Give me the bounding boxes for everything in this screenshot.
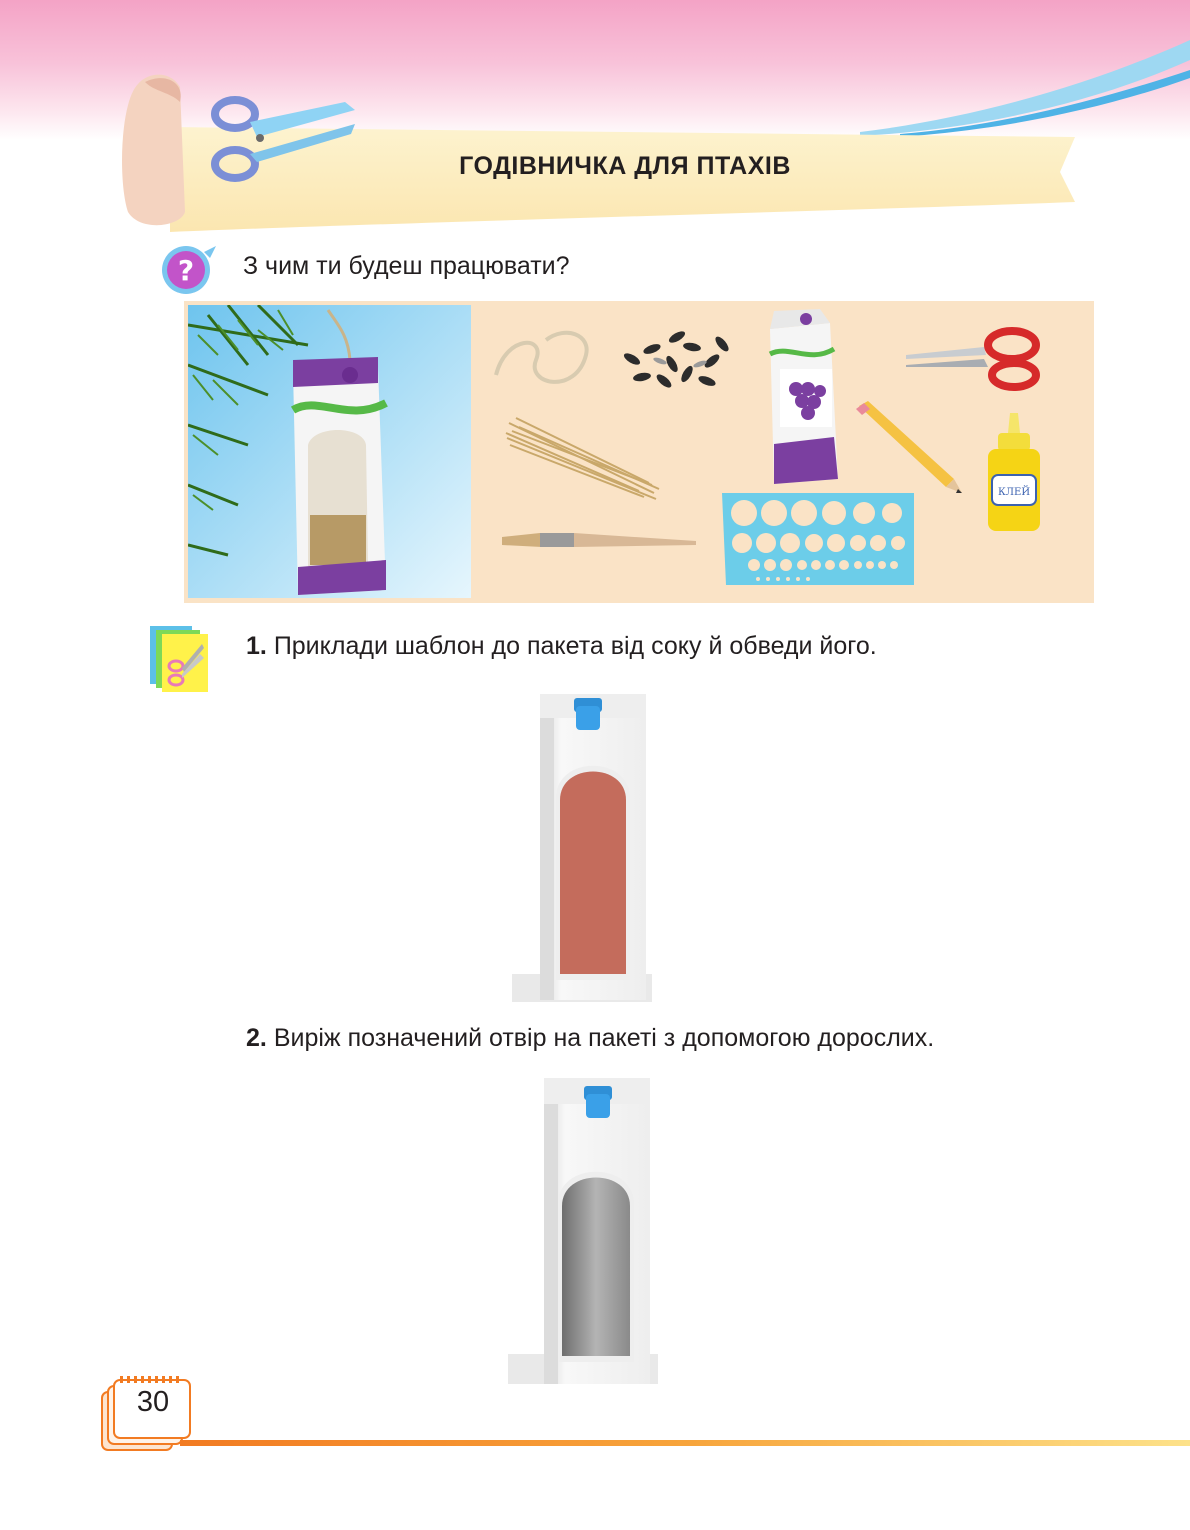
glue-label: КЛЕЙ xyxy=(998,486,1030,498)
brush-icon xyxy=(502,533,696,547)
question-mark-icon: ? xyxy=(162,246,216,294)
carton-marked-image xyxy=(512,694,652,1002)
circle-stencil-icon xyxy=(722,493,914,585)
step-1: 1. Приклади шаблон до пакета від соку й … xyxy=(246,632,877,661)
question-text: З чим ти будеш працювати? xyxy=(243,252,570,280)
juice-carton-icon xyxy=(768,309,838,484)
step-1-number: 1. xyxy=(246,632,267,660)
step-1-text: Приклади шаблон до пакета від соку й обв… xyxy=(273,632,877,660)
step-2: 2. Виріж позначений отвір на пакеті з до… xyxy=(246,1024,934,1053)
footer-line xyxy=(180,1440,1190,1446)
page-number-tab xyxy=(101,1376,191,1451)
wooden-sticks-icon xyxy=(505,417,660,500)
string-icon xyxy=(494,330,589,384)
page-title: ГОДІВНИЧКА ДЛЯ ПТАХІВ xyxy=(459,152,791,180)
pencil-icon xyxy=(856,401,962,493)
scissors-icon xyxy=(211,96,355,182)
carton-cut-image xyxy=(508,1078,658,1384)
svg-text:?: ? xyxy=(178,254,194,287)
glue-icon: КЛЕЙ xyxy=(988,413,1040,531)
materials-panel: КЛЕЙ xyxy=(184,301,1094,603)
page-number: 30 xyxy=(136,1386,170,1418)
step-2-text: Виріж позначений отвір на пакеті з допом… xyxy=(273,1024,935,1052)
header-band xyxy=(0,0,1190,140)
bird-feeder-photo xyxy=(188,305,471,598)
step-2-number: 2. xyxy=(246,1024,267,1052)
sunflower-seeds-icon xyxy=(623,331,729,388)
title-banner xyxy=(122,74,1075,232)
scissors-icon xyxy=(906,327,1040,391)
scissors-paper-icon xyxy=(150,626,208,692)
